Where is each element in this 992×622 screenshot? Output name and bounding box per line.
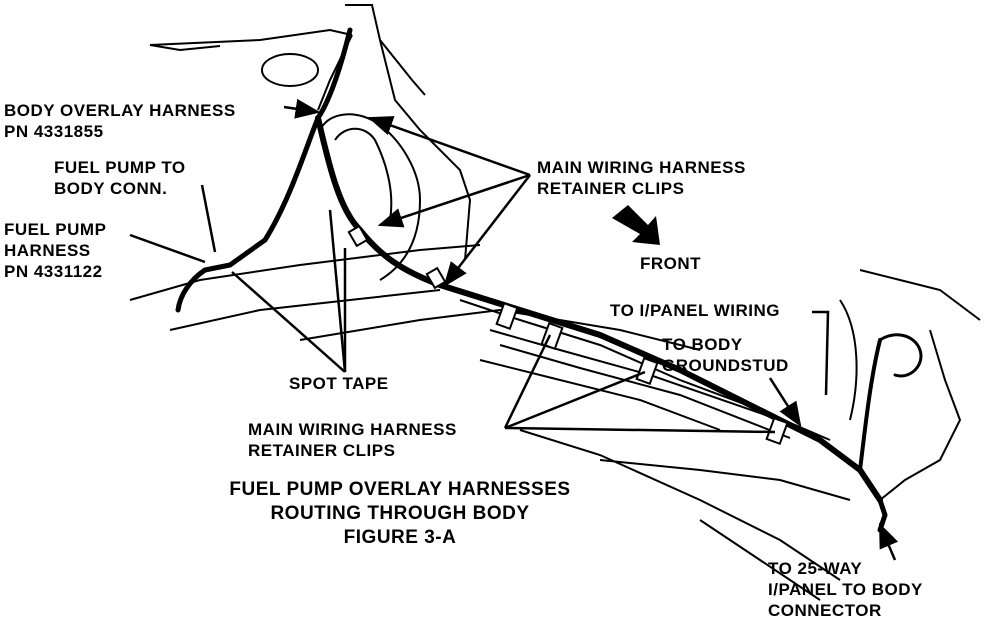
label-fuel-pump-harness: FUEL PUMP HARNESS PN 4331122 <box>4 220 107 281</box>
front-direction-arrow <box>612 205 660 245</box>
label-to-25way-connector: TO 25-WAY I/PANEL TO BODY CONNECTOR <box>768 559 923 620</box>
caption-line-3: FIGURE 3-A <box>343 527 457 548</box>
label-to-ipanel-wiring: TO I/PANEL WIRING <box>610 301 781 320</box>
caption-line-2: ROUTING THROUGH BODY <box>270 503 530 524</box>
label-body-overlay-harness: BODY OVERLAY HARNESS PN 4331855 <box>4 101 236 141</box>
label-main-retainer-clips-lower: MAIN WIRING HARNESS RETAINER CLIPS <box>248 420 457 460</box>
label-to-body-groundstud: TO BODY GROUNDSTUD <box>662 335 789 375</box>
leader-lines <box>129 98 899 561</box>
figure-caption: FUEL PUMP OVERLAY HARNESSES ROUTING THRO… <box>190 478 610 550</box>
label-front: FRONT <box>640 254 702 273</box>
label-spot-tape: SPOT TAPE <box>289 374 389 393</box>
wiring-harness <box>175 27 923 533</box>
label-main-retainer-clips-upper: MAIN WIRING HARNESS RETAINER CLIPS <box>537 158 746 198</box>
label-fuel-pump-to-body-conn: FUEL PUMP TO BODY CONN. <box>54 158 186 198</box>
caption-line-1: FUEL PUMP OVERLAY HARNESSES <box>229 479 571 500</box>
